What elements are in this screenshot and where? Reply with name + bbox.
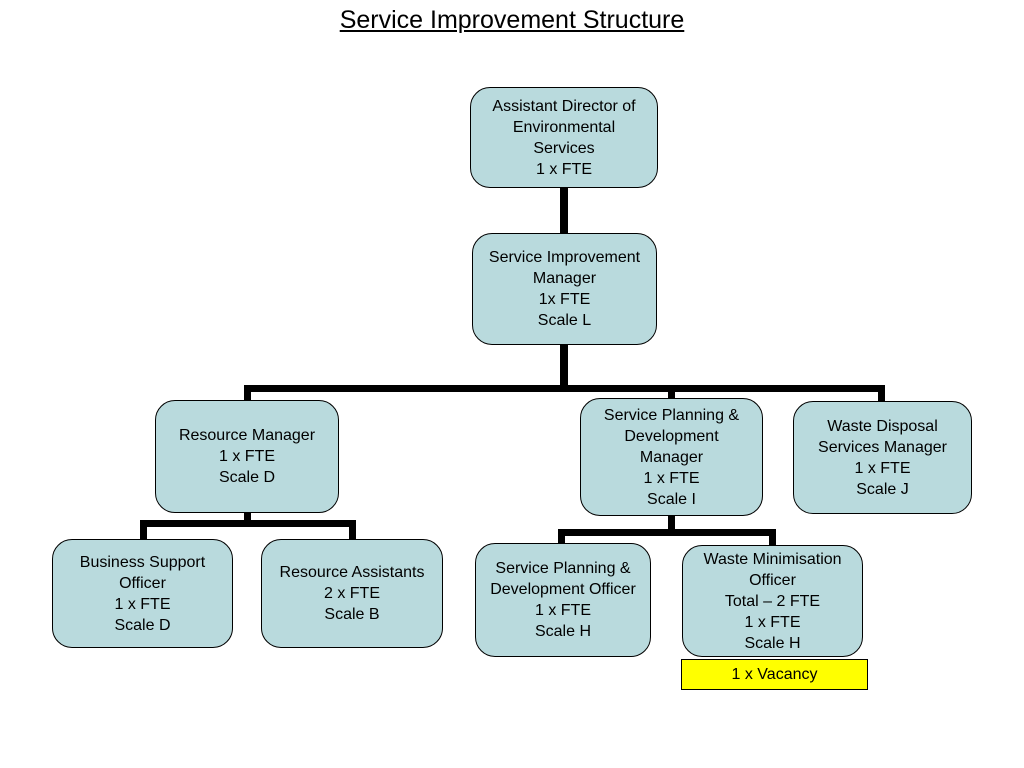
- org-box-spd-officer: Service Planning & Development Officer 1…: [475, 543, 651, 657]
- connector-drop-waste-minimisation: [769, 534, 776, 547]
- connector-ad-to-sim: [560, 187, 568, 234]
- org-box-spd-officer-label: Service Planning & Development Officer 1…: [490, 560, 636, 640]
- org-box-spd-manager-label: Service Planning & Development Manager 1…: [603, 406, 740, 508]
- org-box-business-support-officer: Business Support Officer 1 x FTE Scale D: [52, 539, 233, 648]
- vacancy-label: 1 x Vacancy: [731, 666, 818, 683]
- connector-drop-wds-manager: [878, 389, 885, 402]
- org-box-resource-assistants-label: Resource Assistants 2 x FTE Scale B: [279, 564, 425, 623]
- org-box-waste-minimisation-officer: Waste Minimisation Officer Total – 2 FTE…: [682, 545, 863, 657]
- org-box-service-improvement-manager: Service Improvement Manager 1x FTE Scale…: [472, 233, 657, 345]
- connector-level3-horizontal: [244, 385, 885, 392]
- org-box-assistant-director-label: Assistant Director of Environmental Serv…: [492, 97, 636, 178]
- org-box-wds-manager: Waste Disposal Services Manager 1 x FTE …: [793, 401, 972, 514]
- connector-sim-to-branch: [560, 344, 568, 392]
- org-box-resource-manager-label: Resource Manager 1 x FTE Scale D: [178, 427, 316, 486]
- org-box-waste-minimisation-officer-label: Waste Minimisation Officer Total – 2 FTE…: [703, 550, 842, 652]
- connector-drop-spd-manager: [668, 389, 675, 401]
- org-box-wds-manager-label: Waste Disposal Services Manager 1 x FTE …: [818, 417, 947, 498]
- org-box-business-support-officer-label: Business Support Officer 1 x FTE Scale D: [79, 553, 206, 634]
- vacancy-highlight-box: 1 x Vacancy: [681, 659, 868, 690]
- connector-drop-business-support: [140, 525, 147, 541]
- org-box-resource-assistants: Resource Assistants 2 x FTE Scale B: [261, 539, 443, 648]
- org-box-assistant-director: Assistant Director of Environmental Serv…: [470, 87, 658, 188]
- connector-spdm-horizontal: [558, 529, 776, 536]
- page-title: Service Improvement Structure: [339, 6, 685, 34]
- connector-drop-resource-manager: [244, 389, 251, 402]
- connector-drop-resource-assistants: [349, 525, 356, 541]
- connector-spdm-stub: [668, 515, 675, 532]
- org-box-service-improvement-manager-label: Service Improvement Manager 1x FTE Scale…: [488, 249, 641, 329]
- org-box-resource-manager: Resource Manager 1 x FTE Scale D: [155, 400, 339, 513]
- org-box-spd-manager: Service Planning & Development Manager 1…: [580, 398, 763, 516]
- connector-rm-stub: [244, 512, 251, 524]
- connector-rm-horizontal: [140, 520, 356, 527]
- connector-drop-spd-officer: [558, 534, 565, 545]
